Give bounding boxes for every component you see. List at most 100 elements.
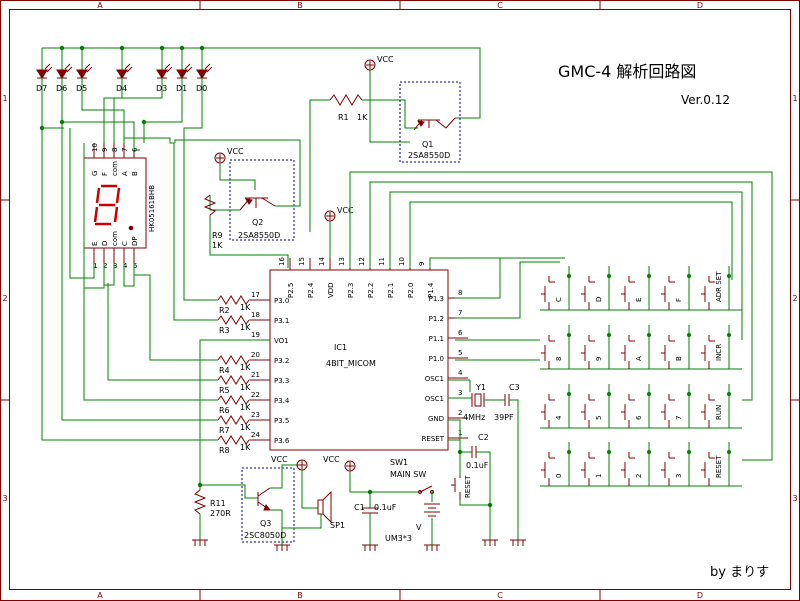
frame-col-a-top: A [97, 1, 103, 10]
key-a[interactable]: A [621, 325, 651, 369]
key-4[interactable]: 4 [541, 384, 571, 428]
ic1-microcontroller: IC1 4BIT_MICOM 16P2.515P2.414VDD13P2.312… [250, 257, 468, 451]
key-incr[interactable]: INCR [701, 325, 731, 369]
ic-top-pin-label: P1.4 [427, 282, 435, 298]
frame-col-d-top: D [697, 1, 703, 10]
key-f[interactable]: F [661, 266, 691, 310]
key-b[interactable]: B [661, 325, 691, 369]
ic-right-pin-label: RESET [422, 435, 445, 443]
speaker-ref: SP1 [330, 521, 345, 530]
display-top-pin-num: 7 [121, 148, 129, 152]
ic-right-pin-label: P1.0 [429, 355, 444, 363]
frame-col-c-bottom: C [497, 591, 503, 600]
reset-network: C2 0.1uF RESET [448, 419, 493, 540]
ic-right-pin-num: 5 [458, 349, 462, 357]
sw1-ref: SW1 [390, 458, 408, 467]
resistor-value: 1K [240, 383, 251, 392]
display-top-pin-num: 9 [101, 148, 109, 152]
resistor-ref: R4 [219, 366, 230, 375]
key-5[interactable]: 5 [581, 384, 611, 428]
resistor-ref: R3 [219, 326, 230, 335]
c1-value: 0.1uF [374, 503, 397, 512]
key-2[interactable]: 2 [621, 442, 651, 486]
resistor-ref: R5 [219, 386, 230, 395]
ic-left-pin-label: P3.1 [274, 317, 289, 325]
ic-right-pin-label: OSC1 [425, 375, 444, 383]
key-adr-set[interactable]: ADR SET [701, 266, 731, 310]
display-bottom-pin-num: 2 [103, 262, 107, 270]
c3-ref: C3 [509, 383, 520, 392]
display-top-pin-num: 8 [111, 148, 119, 152]
ic-top-pin-num: 14 [318, 257, 326, 266]
key-label: E [635, 298, 643, 302]
q2-ref: Q2 [252, 218, 263, 227]
led-cathode-wiring [39, 78, 205, 441]
r1-value: 1K [357, 113, 368, 122]
q3-ref: Q3 [260, 519, 271, 528]
frame-row-2-right: 2 [792, 294, 797, 303]
c2-value: 0.1uF [466, 461, 489, 470]
resistor-value: 1K [240, 323, 251, 332]
ic-top-pin-num: 15 [298, 257, 306, 266]
key-e[interactable]: E [621, 266, 651, 310]
ic1-name: 4BIT_MICOM [326, 359, 376, 368]
key-label: 7 [675, 416, 683, 420]
ic-right-pin-num: 3 [458, 389, 462, 397]
key-label: 9 [595, 357, 603, 361]
key-label: 3 [675, 474, 683, 478]
key-1[interactable]: 1 [581, 442, 611, 486]
ic-left-pin-label: P3.4 [274, 397, 290, 405]
power-supply: VCC SW1 MAIN SW V UM3*3 C1 0.1uF [323, 455, 440, 545]
key-7[interactable]: 7 [661, 384, 691, 428]
q3-part: 2SC8050D [244, 531, 286, 540]
ic-right-pin-label: P1.1 [429, 335, 444, 343]
ic-top-pin-label: VDD [327, 282, 335, 298]
key-run[interactable]: RUN [701, 384, 731, 428]
ic-top-pin-label: P2.0 [407, 283, 415, 298]
resistor-ref: R8 [219, 446, 230, 455]
c3-value: 39PF [494, 413, 514, 422]
frame-row-3-left: 3 [2, 494, 7, 503]
key-label: 5 [595, 416, 603, 420]
display-bottom-pin-num: 5 [133, 262, 137, 270]
display-top-seg: G [91, 171, 99, 176]
key-6[interactable]: 6 [621, 384, 651, 428]
key-c[interactable]: C [541, 266, 571, 310]
ic-right-pin-label: P1.2 [429, 315, 444, 323]
sw1-label: MAIN SW [390, 470, 426, 479]
resistor-value: 1K [240, 443, 251, 452]
ic-right-pin-label: OSC1 [425, 395, 444, 403]
key-label: RESET [715, 455, 723, 478]
ic-top-pin-num: 11 [378, 257, 386, 266]
ic-top-pin-num: 12 [358, 257, 366, 266]
keypad-bus-wiring [349, 171, 773, 461]
ic-right-pin-num: 8 [458, 289, 462, 297]
r11-label: R11 [210, 499, 226, 508]
key-0[interactable]: 0 [541, 442, 571, 486]
key-8[interactable]: 8 [541, 325, 571, 369]
resistor-value: 1K [240, 403, 251, 412]
speaker-driver: R11 270R VCC Q3 2SC8050D SP1 [193, 339, 345, 545]
led-d4: D4 [116, 48, 133, 93]
key-label: D [595, 297, 603, 302]
ic-left-pin-num: 21 [251, 371, 260, 379]
key-reset[interactable]: RESET [701, 442, 731, 486]
schematic-title: GMC-4 解析回路図 [558, 62, 696, 81]
key-d[interactable]: D [581, 266, 611, 310]
ic-left-pin-num: 24 [251, 431, 260, 439]
resistor-ref: R2 [219, 306, 230, 315]
key-label: ADR SET [715, 271, 723, 302]
ic-left-pin-num: 20 [251, 351, 260, 359]
key-3[interactable]: 3 [661, 442, 691, 486]
led-d7: D7 [36, 48, 53, 93]
frame-col-b-bottom: B [297, 591, 303, 600]
key-9[interactable]: 9 [581, 325, 611, 369]
ic-top-pin-label: P2.1 [387, 283, 395, 298]
key-label: 2 [635, 474, 643, 478]
led-d5: D5 [76, 48, 93, 93]
led-d0: D0 [196, 48, 213, 93]
author-label: by まりす [710, 565, 769, 580]
